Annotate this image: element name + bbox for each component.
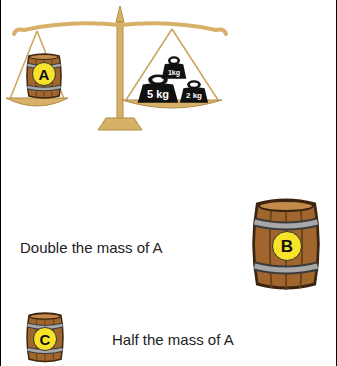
instruction-text: Double the mass of A xyxy=(20,239,163,256)
frame-line xyxy=(336,0,337,366)
letter-badge: C xyxy=(33,327,57,351)
balance-scale xyxy=(6,6,226,130)
barrel-letter: A xyxy=(39,67,50,82)
barrel-picture xyxy=(27,54,61,99)
barrel-letter: C xyxy=(40,332,51,347)
barrel-letter: B xyxy=(281,238,293,255)
weight-label: 1kg xyxy=(168,69,180,76)
barrel-picture xyxy=(254,200,319,290)
weight-label: 5 kg xyxy=(147,89,169,100)
weight-label: 2 kg xyxy=(186,92,202,100)
barrel-picture xyxy=(27,313,63,363)
letter-badge: B xyxy=(272,231,302,261)
instruction-text: Half the mass of A xyxy=(112,331,234,348)
mass-weight: 2 kg xyxy=(178,80,210,103)
mass-weight: 1kg xyxy=(160,56,188,79)
letter-badge: A xyxy=(32,62,56,86)
frame-line xyxy=(0,0,1,366)
